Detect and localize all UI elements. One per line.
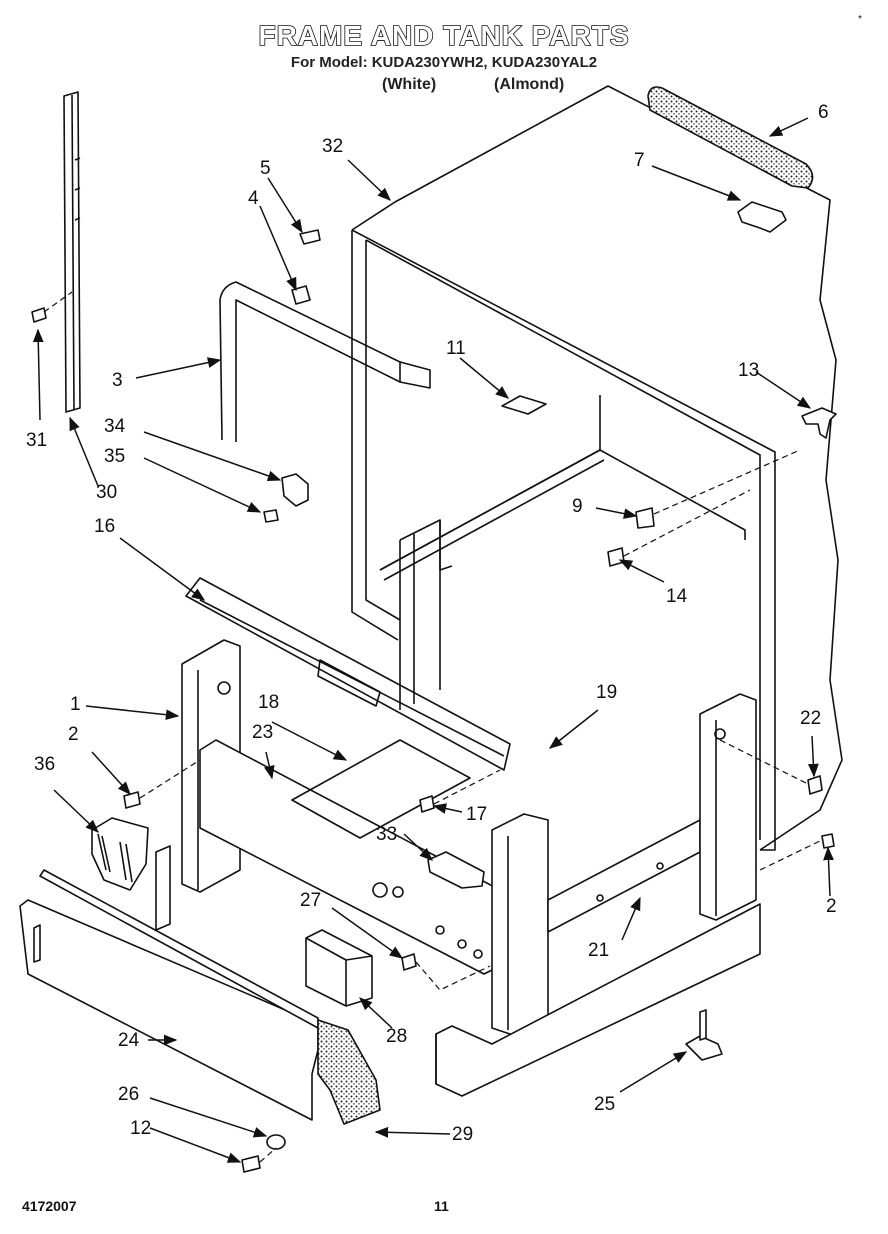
base-frame xyxy=(435,903,761,1097)
callout-34: 34 xyxy=(104,416,126,437)
callout-13: 13 xyxy=(738,360,759,381)
side-rail-part-30 xyxy=(63,91,81,413)
document-number: 4172007 xyxy=(22,1198,77,1214)
toe-panel-part-24 xyxy=(19,899,319,1121)
control-box-part-28 xyxy=(305,929,373,1007)
callout-6: 6 xyxy=(818,102,829,123)
callout-22: 22 xyxy=(800,708,821,729)
front-rail-part-16 xyxy=(185,577,511,771)
variant-white: (White) xyxy=(382,76,437,93)
callout-18: 18 xyxy=(258,692,279,713)
screw-part-2-right xyxy=(821,833,835,849)
bracket-part-13 xyxy=(801,407,837,439)
callout-16: 16 xyxy=(94,516,115,537)
screw-part-22 xyxy=(807,775,823,795)
callout-3: 3 xyxy=(112,370,123,391)
callout-11: 11 xyxy=(446,338,466,359)
callout-36: 36 xyxy=(34,754,55,775)
callout-7: 7 xyxy=(634,150,645,171)
callout-19: 19 xyxy=(596,682,617,703)
screw-part-17 xyxy=(419,795,435,813)
callout-24: 24 xyxy=(118,1030,140,1051)
screw-part-12 xyxy=(241,1155,261,1173)
spring-bracket-part-36 xyxy=(91,817,149,891)
washer-part-26 xyxy=(266,1134,286,1150)
callout-27: 27 xyxy=(300,890,321,911)
callout-4: 4 xyxy=(248,188,259,209)
insulation-pad-part-6 xyxy=(647,86,814,189)
bar-part-33 xyxy=(427,851,485,889)
callout-5: 5 xyxy=(260,158,271,179)
callout-17: 17 xyxy=(466,804,487,825)
bracket-clip-part-7 xyxy=(737,201,787,233)
floor-plate-part-18 xyxy=(291,739,471,839)
callout-1: 1 xyxy=(70,694,81,715)
bolt-part-5 xyxy=(299,229,321,245)
insulation-block-part-29 xyxy=(317,1019,381,1125)
callout-21: 21 xyxy=(588,940,609,961)
tank-outline-part-32 xyxy=(351,85,843,851)
right-rear-upright xyxy=(699,693,757,921)
callout-2-left: 2 xyxy=(68,724,79,745)
screw-part-14 xyxy=(607,547,625,567)
corner-mark: * xyxy=(858,14,862,25)
switch-part-34 xyxy=(281,473,309,507)
callout-14: 14 xyxy=(666,586,688,607)
callout-9: 9 xyxy=(572,496,583,517)
callout-33: 33 xyxy=(376,824,397,845)
side-rail-part-21 xyxy=(547,819,701,933)
page-number: 11 xyxy=(434,1198,449,1214)
callout-32: 32 xyxy=(322,136,343,157)
callout-31: 31 xyxy=(26,430,47,451)
variant-almond: (Almond) xyxy=(494,76,565,93)
tube-part-3 xyxy=(219,281,401,442)
callout-26: 26 xyxy=(118,1084,139,1105)
screw-part-31 xyxy=(31,307,47,323)
callout-23: 23 xyxy=(252,722,273,743)
callout-12: 12 xyxy=(130,1118,151,1139)
callout-25: 25 xyxy=(594,1094,615,1115)
callout-30: 30 xyxy=(96,482,117,503)
callout-labels: 6 7 32 5 4 11 13 3 34 35 31 30 9 14 16 1… xyxy=(26,102,837,1145)
model-subtitle: For Model: KUDA230YWH2, KUDA230YAL2 xyxy=(290,54,598,71)
screw-part-35 xyxy=(263,509,279,523)
callout-2-right: 2 xyxy=(826,896,837,917)
bracket-part-11 xyxy=(501,395,547,415)
screw-part-27 xyxy=(401,953,417,971)
leveling-leg-part-25 xyxy=(685,1035,723,1061)
page-title: FRAME AND TANK PARTS xyxy=(258,19,630,52)
callout-28: 28 xyxy=(386,1026,407,1047)
fastener-part-9 xyxy=(635,507,655,529)
right-front-upright xyxy=(491,813,549,1037)
callout-35: 35 xyxy=(104,446,125,467)
screw-part-2-left xyxy=(123,791,141,809)
callout-29: 29 xyxy=(452,1124,473,1145)
